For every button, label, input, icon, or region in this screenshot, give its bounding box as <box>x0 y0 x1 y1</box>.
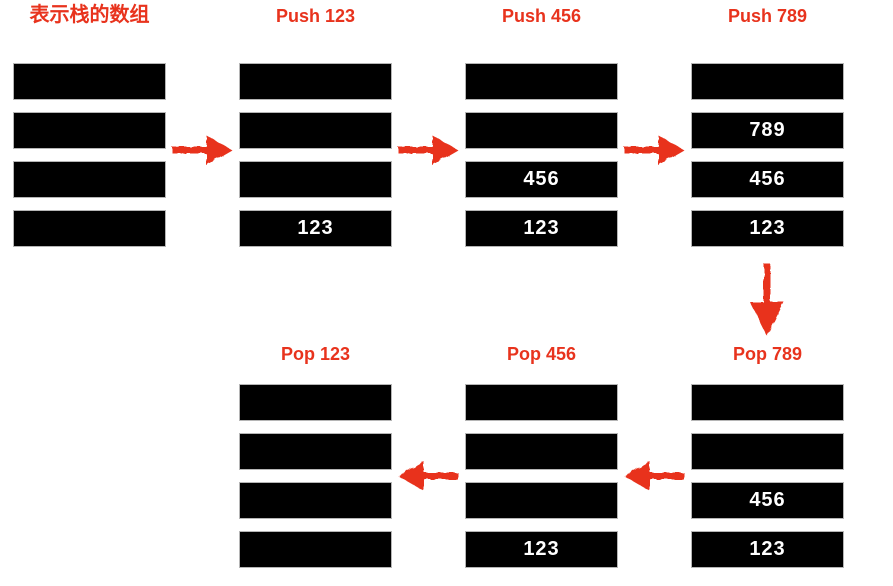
stack-cell: 123 <box>691 210 844 247</box>
stack-cell <box>465 63 618 100</box>
stack-cell <box>691 433 844 470</box>
stack-cell <box>465 384 618 421</box>
heading-initial-array: 表示栈的数组 <box>29 4 150 26</box>
stack-cell <box>239 112 392 149</box>
arrow-right-icon <box>398 135 458 165</box>
cell-value: 123 <box>297 217 334 239</box>
arrow-left-icon <box>398 461 458 491</box>
stack-pop-456: 123 <box>465 384 618 568</box>
stack-cell <box>239 384 392 421</box>
cell-value: 456 <box>523 168 560 190</box>
stack-push-123: 123 <box>239 63 392 247</box>
cell-value: 123 <box>523 538 560 560</box>
stack-push-789: 789 456 123 <box>691 63 844 247</box>
arrow-down-icon <box>750 264 784 336</box>
stack-cell <box>13 112 166 149</box>
stack-push-456: 456 123 <box>465 63 618 247</box>
heading-pop-789: Pop 789 <box>732 344 803 364</box>
stack-cell: 123 <box>465 210 618 247</box>
cell-value: 123 <box>523 217 560 239</box>
stack-cell: 456 <box>691 161 844 198</box>
stack-cell: 123 <box>465 531 618 568</box>
stack-cell <box>13 63 166 100</box>
arrow-right-icon <box>624 135 684 165</box>
stack-cell <box>465 433 618 470</box>
stack-cell <box>239 482 392 519</box>
stack-cell <box>239 63 392 100</box>
stack-cell: 123 <box>239 210 392 247</box>
cell-value: 456 <box>749 168 786 190</box>
stack-cell <box>239 433 392 470</box>
stack-cell: 456 <box>691 482 844 519</box>
heading-push-123: Push 123 <box>275 6 356 26</box>
cell-value: 123 <box>749 538 786 560</box>
stack-cell <box>239 161 392 198</box>
cell-value: 123 <box>749 217 786 239</box>
stack-cell <box>239 531 392 568</box>
stack-cell <box>13 161 166 198</box>
stack-pop-789: 456 123 <box>691 384 844 568</box>
arrow-right-icon <box>172 135 232 165</box>
cell-value: 456 <box>749 489 786 511</box>
stack-cell <box>691 63 844 100</box>
heading-pop-123: Pop 123 <box>280 344 351 364</box>
stack-cell <box>465 482 618 519</box>
heading-pop-456: Pop 456 <box>506 344 577 364</box>
stack-initial-array <box>13 63 166 247</box>
stack-cell <box>691 384 844 421</box>
stack-cell: 123 <box>691 531 844 568</box>
heading-push-456: Push 456 <box>501 6 582 26</box>
stack-pop-123 <box>239 384 392 568</box>
stack-cell: 789 <box>691 112 844 149</box>
arrow-left-icon <box>624 461 684 491</box>
stack-cell: 456 <box>465 161 618 198</box>
heading-push-789: Push 789 <box>727 6 808 26</box>
stack-cell <box>13 210 166 247</box>
stack-cell <box>465 112 618 149</box>
cell-value: 789 <box>749 119 786 141</box>
